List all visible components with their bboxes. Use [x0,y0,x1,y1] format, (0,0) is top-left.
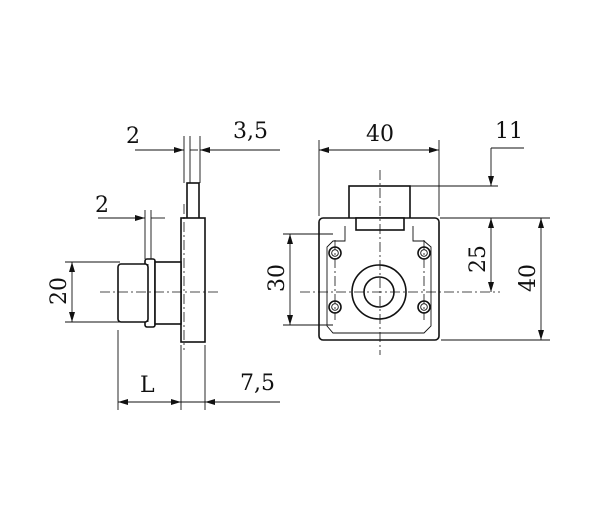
dim-cylinder-diameter: 20 [47,277,72,305]
side-bolt-tab [186,182,200,224]
side-view: 2 3,5 2 20 L 7,5 [47,119,280,410]
side-collar [154,261,182,325]
side-cylinder [117,263,149,323]
dim-bolt-offset: 11 [495,119,523,144]
dim-body-height: 40 [516,264,541,292]
side-body [180,217,206,343]
dim-plate-tab-offset: 3,5 [233,119,268,144]
dim-length: L [140,373,155,398]
dim-body-width: 40 [366,122,394,147]
dim-plate-thickness: 2 [126,124,140,149]
dim-hole-spacing: 30 [265,264,290,292]
front-view: 40 30 11 25 40 [265,119,550,355]
dim-center-height: 25 [466,245,491,273]
dim-flange-thickness: 2 [95,193,109,218]
dim-body-depth: 7,5 [240,371,275,396]
